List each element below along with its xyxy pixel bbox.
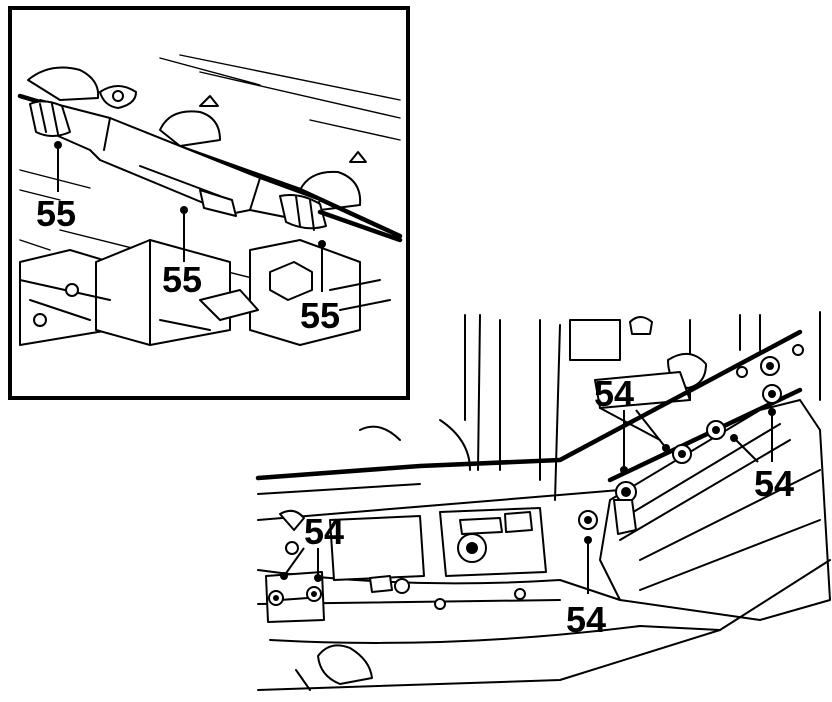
callout-inset-center: 55 [162, 259, 202, 300]
callout-main-right: 54 [754, 463, 794, 504]
callout-main-top: 54 [594, 373, 634, 414]
leader-main-right-a [733, 437, 759, 463]
callout-main-left: 54 [304, 511, 344, 552]
main-front-view [255, 311, 831, 691]
leader-main-left-a [283, 547, 305, 577]
callout-inset-right: 55 [300, 295, 340, 336]
callout-leaders [54, 141, 776, 594]
callout-main-bottom: 54 [566, 599, 606, 640]
callout-labels: 55 55 55 54 54 54 54 [36, 193, 794, 640]
leader-main-top-b [635, 409, 667, 449]
inset-detail-view [8, 6, 410, 400]
callout-inset-left: 55 [36, 193, 76, 234]
